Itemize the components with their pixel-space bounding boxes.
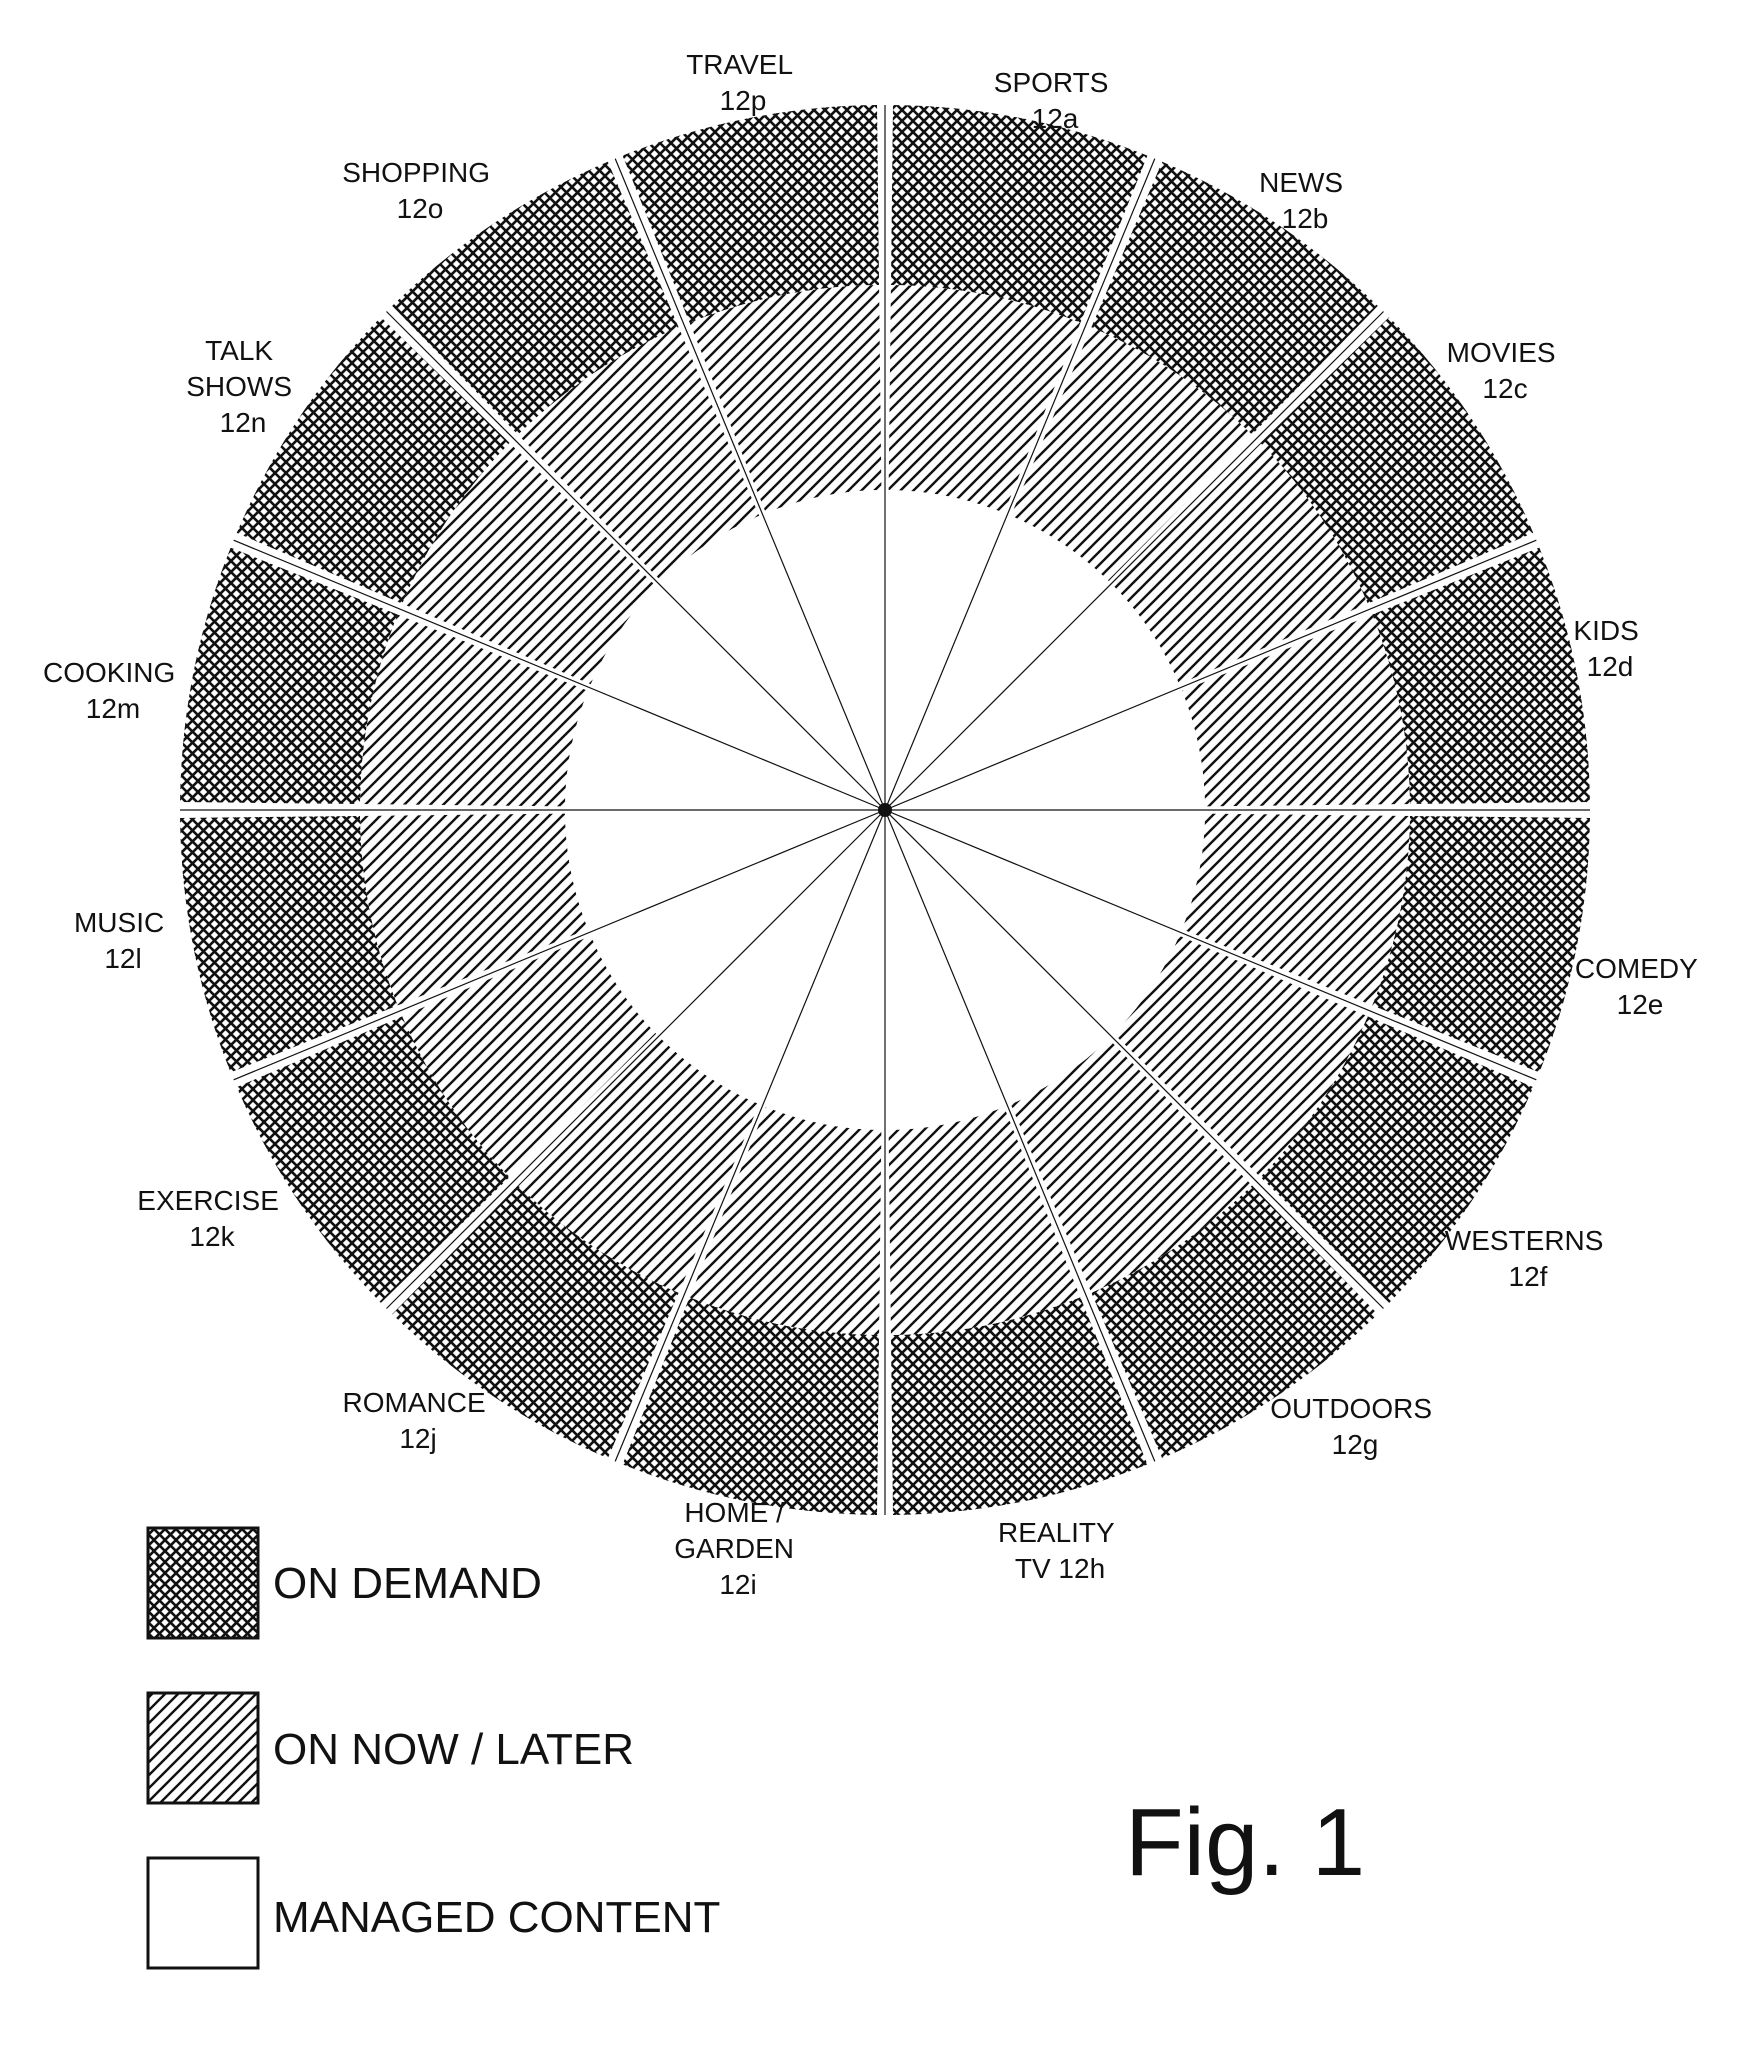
- legend-label-on-demand: ON DEMAND: [273, 1559, 542, 1608]
- segment-label-travel: TRAVEL 12p: [686, 49, 800, 116]
- segment-label-shopping: SHOPPING 12o: [342, 157, 498, 224]
- segment-label-romance: ROMANCE 12j: [343, 1387, 494, 1454]
- legend-swatch-crosshatch: [148, 1528, 258, 1638]
- legend-label-managed-content: MANAGED CONTENT: [273, 1893, 720, 1942]
- legend-label-on-now-later: ON NOW / LATER: [273, 1725, 634, 1774]
- segment-label-westerns: WESTERNS 12f: [1445, 1225, 1611, 1292]
- segment-label-home-garden: HOME / GARDEN 12i: [674, 1497, 802, 1600]
- segment-label-kids: KIDS 12d: [1573, 615, 1646, 682]
- legend: ON DEMAND ON NOW / LATER MANAGED CONTENT: [148, 1528, 720, 1968]
- legend-item-on-demand: ON DEMAND: [148, 1528, 542, 1638]
- segment-label-comedy: COMEDY 12e: [1575, 953, 1705, 1020]
- segment-label-outdoors: OUTDOORS 12g: [1270, 1393, 1440, 1460]
- segment-label-movies: MOVIES 12c: [1447, 337, 1564, 404]
- segment-label-exercise: EXERCISE 12k: [137, 1185, 286, 1252]
- figure-caption: Fig. 1: [1125, 1789, 1365, 1896]
- segment-label-talk-shows: TALK SHOWS 12n: [186, 335, 300, 438]
- legend-swatch-blank: [148, 1858, 258, 1968]
- segment-label-cooking: COOKING 12m: [43, 657, 183, 724]
- segment-label-reality-tv: REALITY TV 12h: [998, 1517, 1122, 1584]
- center-hub: [878, 803, 892, 817]
- legend-swatch-diagonal: [148, 1693, 258, 1803]
- legend-item-on-now-later: ON NOW / LATER: [148, 1693, 634, 1803]
- segment-label-music: MUSIC 12l: [74, 907, 172, 974]
- legend-item-managed-content: MANAGED CONTENT: [148, 1858, 720, 1968]
